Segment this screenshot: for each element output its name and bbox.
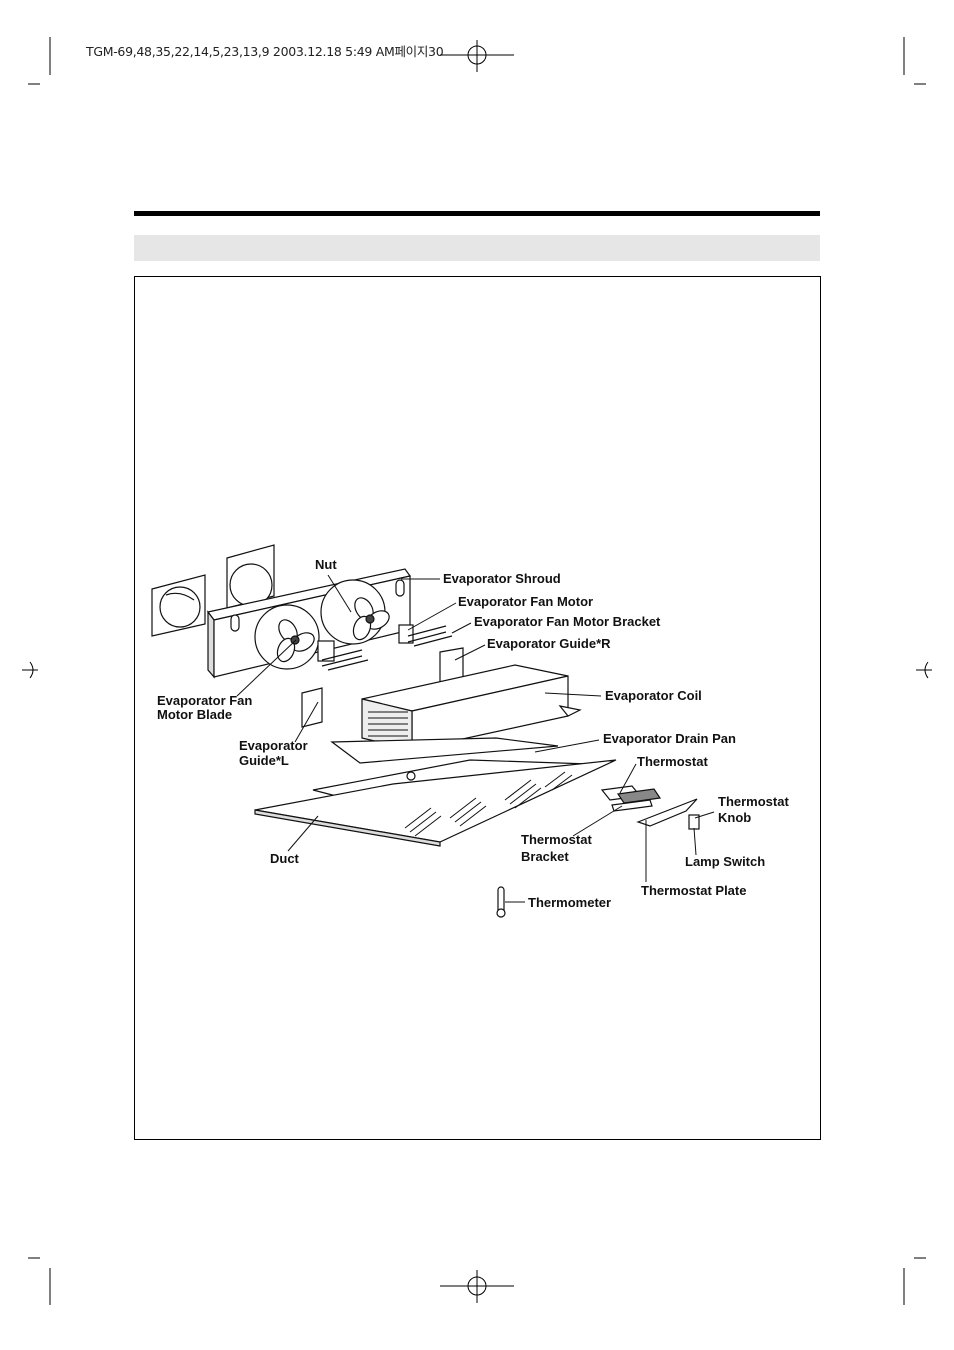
leader-lines xyxy=(236,574,715,903)
label-fan-motor-blade-line2: Motor Blade xyxy=(157,707,232,722)
label-duct: Duct xyxy=(270,851,300,866)
label-thermostat-knob-line2: Knob xyxy=(718,810,751,825)
thermostat-assembly xyxy=(600,785,662,812)
labels: Nut Evaporator Shroud Evaporator Fan Mot… xyxy=(157,557,789,910)
shroud-cover-right xyxy=(226,544,275,609)
evaporator-coil xyxy=(361,664,582,751)
duct xyxy=(254,759,617,847)
label-evaporator-guide-r: Evaporator Guide*R xyxy=(487,636,611,651)
print-slug: TGM-69,48,35,22,14,5,23,13,9 2003.12.18 … xyxy=(86,44,444,59)
shroud-cover-left xyxy=(151,574,206,637)
label-evaporator-coil: Evaporator Coil xyxy=(605,688,702,703)
label-thermostat: Thermostat xyxy=(637,754,708,769)
diagram-frame xyxy=(134,276,821,1140)
label-evaporator-fan-motor-bracket: Evaporator Fan Motor Bracket xyxy=(474,614,661,629)
label-lamp-switch: Lamp Switch xyxy=(685,854,765,869)
label-fan-motor-blade-line1: Evaporator Fan xyxy=(157,693,252,708)
fan-motor-left xyxy=(317,640,369,671)
label-thermostat-plate: Thermostat Plate xyxy=(641,883,746,898)
label-evaporator-guide-l-line2: Guide*L xyxy=(239,753,289,768)
label-evaporator-fan-motor: Evaporator Fan Motor xyxy=(458,594,593,609)
header-rule xyxy=(134,211,820,216)
crop-marks xyxy=(22,37,932,1305)
thermometer-part xyxy=(496,886,506,918)
label-thermometer: Thermometer xyxy=(528,895,611,910)
section-band xyxy=(134,235,820,261)
label-thermostat-knob-line1: Thermostat xyxy=(718,794,789,809)
evaporator-guide-l xyxy=(301,687,323,728)
label-evaporator-shroud: Evaporator Shroud xyxy=(443,571,561,586)
fan-blade-right xyxy=(352,597,390,641)
label-thermostat-bracket-line2: Bracket xyxy=(521,849,569,864)
label-evaporator-drain-pan: Evaporator Drain Pan xyxy=(603,731,736,746)
fan-motor-right xyxy=(398,624,453,647)
label-thermostat-bracket-line1: Thermostat xyxy=(521,832,592,847)
label-nut: Nut xyxy=(315,557,337,572)
label-evaporator-guide-l-line1: Evaporator xyxy=(239,738,308,753)
